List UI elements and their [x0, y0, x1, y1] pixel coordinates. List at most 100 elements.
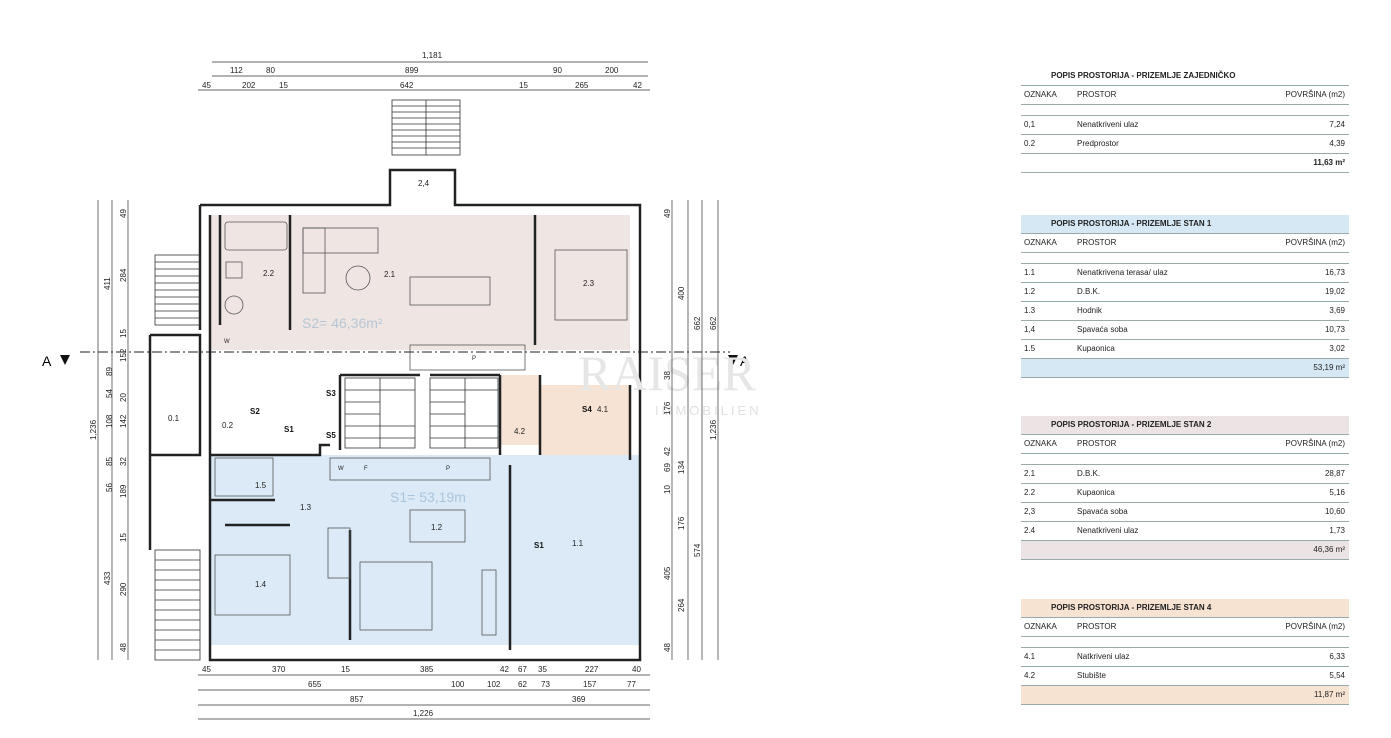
dim-label: 400 [677, 286, 686, 300]
room-label: 2,4 [418, 179, 430, 188]
floor-plan: A A 0.1 0.2 1.1 1.2 1.3 1.4 1.5 2.1 2.2 … [42, 51, 759, 720]
dim-label: 45 [202, 665, 211, 674]
header-prostor: PROSTOR [1077, 439, 1117, 448]
furniture [214, 221, 628, 636]
cell-povrsina: 3,69 [1329, 306, 1345, 315]
cell-prostor: Nenatkrivena terasa/ ulaz [1077, 268, 1168, 277]
cell-prostor: Predprostor [1077, 139, 1119, 148]
zone-stan-4 [540, 385, 630, 455]
dim-label: 284 [119, 268, 128, 282]
cell-povrsina: 10,73 [1324, 325, 1345, 334]
dim-label: 1,226 [413, 709, 434, 718]
room-label: 4.1 [597, 405, 609, 414]
area-label-s2: S2= 46,36m² [302, 315, 383, 331]
cell-prostor: Kupaonica [1077, 488, 1115, 497]
cell-prostor: Spavaća soba [1077, 507, 1128, 516]
stair-label: S5 [326, 431, 336, 440]
header-prostor: PROSTOR [1077, 238, 1117, 247]
room-label: 0.2 [222, 421, 234, 430]
table-title: POPIS PROSTORIJA - PRIZEMLJE STAN 4 [1021, 599, 1349, 618]
cell-oznaka: 1.5 [1024, 344, 1036, 353]
cell-prostor: Nenatkriveni ulaz [1077, 120, 1139, 129]
room-label: 4.2 [514, 427, 526, 436]
dim-label: 49 [119, 209, 128, 218]
table-header: OZNAKA PROSTOR POVRŠINA (m2) [1021, 618, 1349, 637]
dim-label: 32 [119, 457, 128, 466]
dim-label: 62 [518, 680, 527, 689]
section-arrow-right-icon [728, 355, 738, 365]
header-oznaka: OZNAKA [1024, 439, 1057, 448]
cell-oznaka: 2,3 [1024, 507, 1036, 516]
dim-label: 176 [677, 516, 686, 530]
table-total: 11,63 m² [1021, 154, 1349, 173]
room-table-stan-4: POPIS PROSTORIJA - PRIZEMLJE STAN 4 OZNA… [1021, 599, 1349, 705]
dim-label: 69 [663, 463, 672, 472]
table-title: POPIS PROSTORIJA - PRIZEMLJE STAN 2 [1021, 416, 1349, 435]
room-label: 1.4 [255, 580, 267, 589]
watermark-logo: RAISER [578, 345, 756, 401]
dim-label: 189 [119, 484, 128, 498]
cell-oznaka: 1.3 [1024, 306, 1036, 315]
header-oznaka: OZNAKA [1024, 238, 1057, 247]
dim-label: 20 [119, 393, 128, 402]
dim-label: 290 [119, 582, 128, 596]
header-oznaka: OZNAKA [1024, 90, 1057, 99]
dim-label: 15 [341, 665, 350, 674]
table-title: POPIS PROSTORIJA - PRIZEMLJE STAN 1 [1021, 215, 1349, 234]
header-povrsina: POVRŠINA (m2) [1285, 439, 1345, 448]
cell-povrsina: 7,24 [1329, 120, 1345, 129]
stair-label: S1 [284, 425, 294, 434]
cell-oznaka: 4.2 [1024, 671, 1036, 680]
room-label: 2.2 [263, 269, 275, 278]
section-label-left: A [42, 353, 52, 369]
dim-label: 202 [242, 81, 256, 90]
room-table-stan-1: POPIS PROSTORIJA - PRIZEMLJE STAN 1 OZNA… [1021, 215, 1349, 378]
dim-label: 15 [119, 329, 128, 338]
dim-label: 73 [541, 680, 550, 689]
cell-povrsina: 28,87 [1324, 469, 1345, 478]
dim-label: 56 [105, 483, 114, 492]
dim-label: 42 [633, 81, 642, 90]
dim-label: 38 [663, 371, 672, 380]
room-label: 1.5 [255, 481, 267, 490]
table-header: OZNAKA PROSTOR POVRŠINA (m2) [1021, 234, 1349, 253]
dim-label: 369 [572, 695, 586, 704]
dim-label: 1,181 [422, 51, 443, 60]
walls [148, 168, 642, 662]
dim-label: 134 [677, 460, 686, 474]
dim-label: 48 [663, 643, 672, 652]
section-label-right: A [740, 353, 750, 369]
cell-prostor: Kupaonica [1077, 344, 1115, 353]
cell-povrsina: 5,16 [1329, 488, 1345, 497]
cell-oznaka: 0.2 [1024, 139, 1036, 148]
dim-label: 176 [663, 401, 672, 415]
table-total: 53,19 m² [1021, 359, 1349, 378]
dim-label: 433 [103, 571, 112, 585]
cell-oznaka: 1.1 [1024, 268, 1036, 277]
dim-label: 42 [500, 665, 509, 674]
room-labels: 0.1 0.2 1.1 1.2 1.3 1.4 1.5 2.1 2.2 2.3 … [168, 179, 609, 589]
dim-label: 42 [663, 447, 672, 456]
appliance-label: W [224, 339, 230, 345]
dim-label: 574 [693, 543, 702, 557]
dim-label: 90 [553, 66, 562, 75]
cell-oznaka: 2.4 [1024, 526, 1036, 535]
dim-label: 227 [585, 665, 599, 674]
dimension-texts-vertical: 1,236 411 433 49 284 15 152 89 54 20 108… [89, 209, 718, 652]
stairs-left [154, 254, 201, 661]
stair-label: S2 [250, 407, 260, 416]
table-spacer [1021, 637, 1349, 648]
header-povrsina: POVRŠINA (m2) [1285, 238, 1345, 247]
table-title: POPIS PROSTORIJA - PRIZEMLJE ZAJEDNIČKO [1021, 67, 1349, 86]
dimension-texts: 1,181 112 80 899 90 200 45 202 15 642 15… [202, 51, 642, 718]
section-arrow-left-icon [60, 355, 70, 365]
appliance-label: P [472, 356, 476, 362]
header-prostor: PROSTOR [1077, 90, 1117, 99]
cell-oznaka: 4.1 [1024, 652, 1036, 661]
